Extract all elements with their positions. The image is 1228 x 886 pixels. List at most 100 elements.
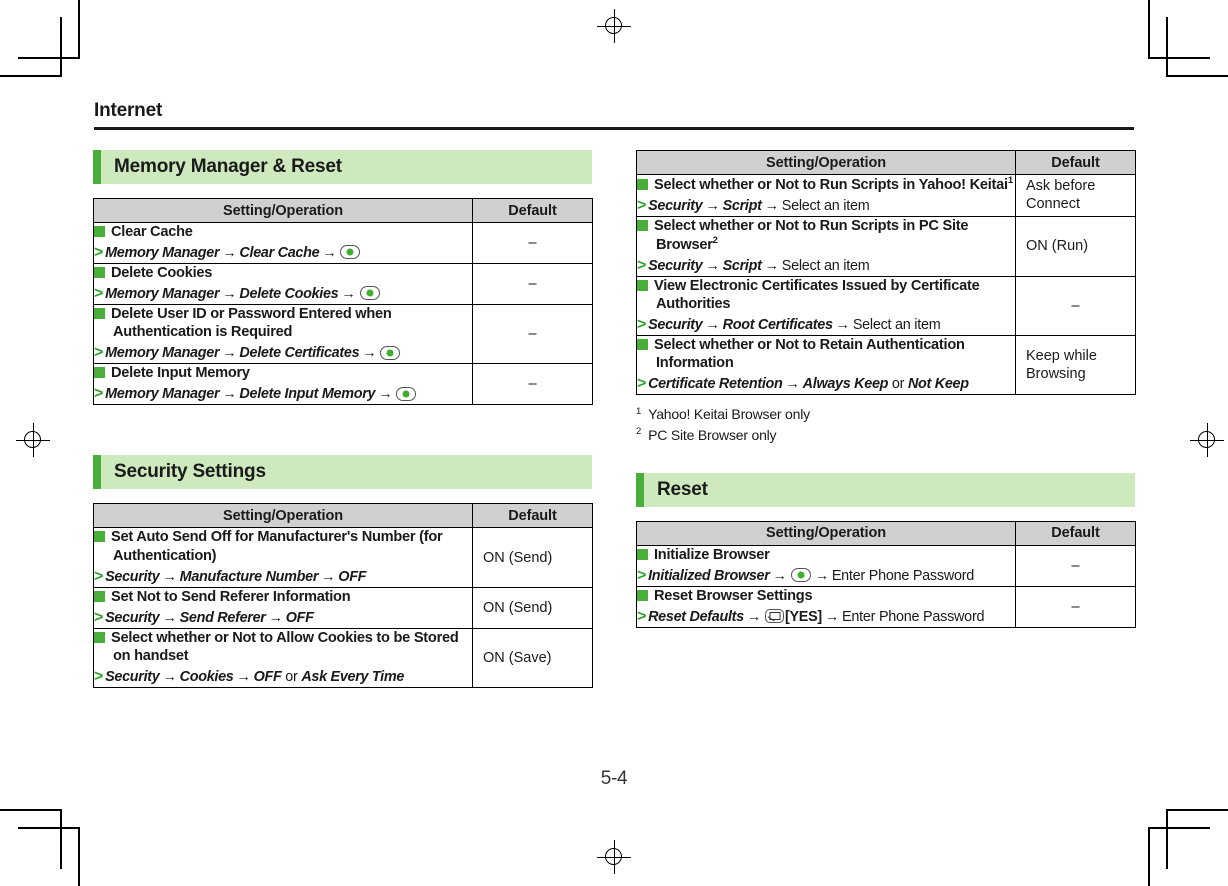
center-select-key-icon — [380, 345, 401, 360]
path-term: Cookies — [179, 668, 234, 685]
operation-title: Select whether or Not to Allow Cookies t… — [94, 629, 472, 665]
path-chevron-icon: > — [94, 608, 104, 626]
crop-mark-bottom-right-inner-v — [1166, 809, 1168, 869]
setting-cell: View Electronic Certificates Issued by C… — [636, 275, 1016, 337]
section-banner-memory-manager-reset: Memory Manager & Reset — [93, 150, 592, 184]
crop-mark-bottom-right-outer-h — [1167, 809, 1228, 811]
path-arrow-icon: → — [341, 286, 356, 303]
operation-title: Select whether or Not to Run Scripts in … — [637, 175, 1015, 194]
setting-cell: Delete Input Memory>Memory Manager→Delet… — [93, 363, 473, 406]
operation-path: >Memory Manager→Clear Cache→ — [94, 243, 472, 263]
column-header-default: Default — [1015, 520, 1136, 546]
path-term: Security — [648, 258, 703, 274]
crop-mark-top-right-inner-v — [1166, 17, 1168, 77]
operation-title: Clear Cache — [94, 223, 472, 241]
green-square-bullet-icon — [94, 308, 105, 320]
section-title: Reset — [657, 478, 708, 500]
path-term: Security — [105, 568, 160, 585]
registration-target-bottom — [597, 840, 631, 874]
path-term: Security — [648, 197, 703, 214]
operation-title: Delete User ID or Password Entered when … — [94, 305, 472, 341]
column-header-default: Default — [1015, 150, 1136, 175]
setting-cell: Select whether or Not to Allow Cookies t… — [93, 627, 473, 688]
path-chevron-icon: > — [94, 285, 104, 303]
operation-path: >Reset Defaults→[YES]→Enter Phone Passwo… — [637, 607, 1015, 627]
table-row: Select whether or Not to Retain Authenti… — [636, 335, 1136, 396]
path-term: Memory Manager — [105, 386, 220, 403]
path-arrow-icon: → — [746, 609, 762, 626]
path-chevron-icon: > — [94, 385, 104, 403]
center-select-key-icon — [790, 568, 811, 583]
column-header-default: Default — [472, 503, 593, 529]
crop-mark-top-right-outer-h — [1167, 75, 1228, 77]
green-square-bullet-icon — [94, 590, 105, 602]
crop-mark-top-left-outer-h — [0, 75, 61, 77]
path-term: Enter Phone Password — [831, 568, 975, 585]
path-chevron-icon: > — [637, 196, 647, 214]
green-square-bullet-icon — [94, 267, 105, 279]
footnote-number: 1 — [636, 405, 642, 417]
table-row: Set Auto Send Off for Manufacturer's Num… — [93, 527, 593, 588]
path-term: Memory Manager — [105, 345, 220, 362]
default-value: – — [472, 221, 593, 265]
path-arrow-icon: → — [362, 345, 377, 362]
crop-mark-top-right-inner-h — [1148, 57, 1210, 59]
path-term: Initialized Browser — [648, 568, 770, 585]
setting-cell: Clear Cache>Memory Manager→Clear Cache→ — [93, 221, 473, 265]
green-square-bullet-icon — [637, 548, 648, 560]
path-term: Clear Cache — [239, 245, 320, 262]
path-term: Root Certificates — [722, 317, 833, 334]
path-chevron-icon: > — [94, 567, 104, 585]
column-header-setting: Setting/Operation — [636, 520, 1016, 546]
path-arrow-icon: → — [705, 258, 720, 274]
path-term: Delete Certificates — [239, 345, 360, 362]
path-arrow-icon: → — [824, 609, 840, 626]
path-arrow-icon: → — [162, 609, 177, 626]
path-term: Select an item — [852, 317, 941, 334]
footnote-marker: 2 — [712, 235, 718, 247]
path-term: Security — [648, 317, 703, 334]
operation-title: Delete Input Memory — [94, 364, 472, 382]
path-term: Select an item — [781, 197, 870, 214]
operation-title: Set Not to Send Referer Information — [94, 588, 472, 606]
path-arrow-icon: → — [378, 386, 393, 403]
setting-cell: Set Not to Send Referer Information >Secu… — [93, 586, 473, 629]
page-number: 5-4 — [600, 768, 628, 789]
path-arrow-icon: → — [814, 568, 829, 585]
path-chevron-icon: > — [637, 608, 647, 626]
path-arrow-icon: → — [268, 609, 283, 626]
path-arrow-icon: → — [236, 668, 251, 685]
center-select-key-icon — [359, 286, 380, 301]
default-value: Ask before Connect — [1015, 174, 1136, 217]
operation-path: >Security→Script→Select an item — [637, 196, 1015, 216]
crop-mark-top-right-outer-v — [1148, 0, 1150, 59]
path-term: Security — [105, 668, 160, 685]
page-title: Internet — [94, 100, 163, 121]
crop-mark-top-left-inner-v — [60, 17, 62, 77]
crop-mark-top-left-inner-h — [18, 57, 80, 59]
column-header-default: Default — [472, 198, 593, 223]
green-square-bullet-icon — [637, 339, 648, 351]
crop-mark-bottom-right-inner-h — [1148, 827, 1210, 829]
green-square-bullet-icon — [94, 531, 105, 543]
operation-path: >Security→Manufacture Number→OFF — [94, 567, 472, 587]
path-arrow-icon: → — [222, 386, 237, 403]
default-value: ON (Send) — [472, 586, 593, 629]
table-row: Select whether or Not to Run Scripts in … — [636, 174, 1136, 217]
green-square-bullet-icon — [637, 178, 648, 190]
path-arrow-icon: → — [772, 568, 787, 585]
path-term: Memory Manager — [105, 245, 220, 262]
section-spacer — [636, 445, 1135, 473]
path-term: [YES] — [785, 609, 822, 626]
path-chevron-icon: > — [637, 567, 647, 585]
crop-mark-bottom-left-outer-v — [78, 827, 80, 886]
operation-path: >Initialized Browser→→Enter Phone Passwo… — [637, 566, 1015, 586]
path-term: Security — [105, 609, 160, 626]
mail-softkey-icon — [765, 609, 785, 624]
operation-path: >Security→Send Referer→OFF — [94, 608, 472, 628]
path-term: Delete Input Memory — [239, 386, 376, 403]
table-row: Select whether or Not to Allow Cookies t… — [93, 627, 593, 688]
